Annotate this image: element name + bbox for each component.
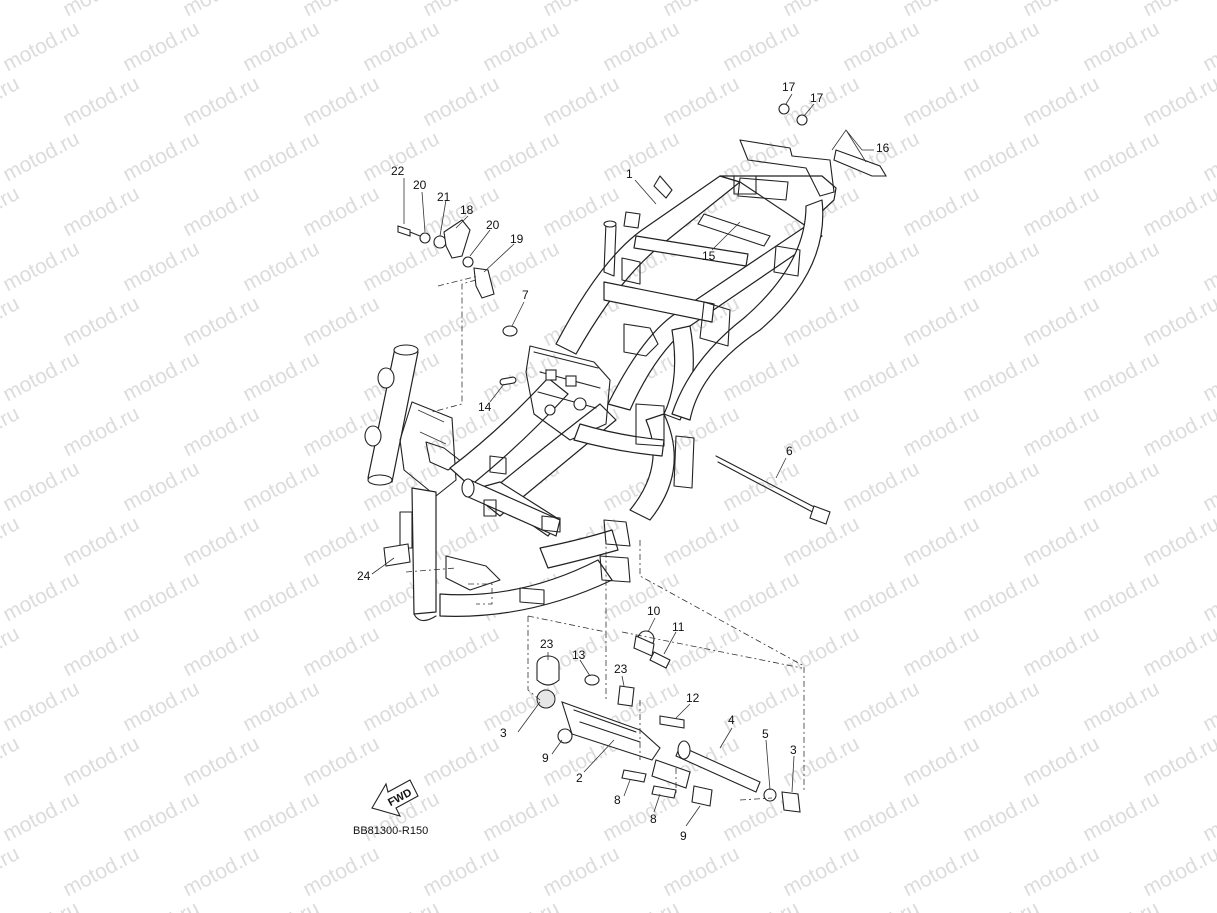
callout-13: 13 <box>572 648 586 662</box>
callout-8b: 8 <box>650 812 657 826</box>
callout-20a: 20 <box>413 178 427 192</box>
bolt-22 <box>397 225 421 237</box>
callout-11: 11 <box>672 620 685 634</box>
callout-9a: 9 <box>542 751 549 765</box>
callout-4: 4 <box>728 713 735 727</box>
callout-15: 15 <box>702 249 716 263</box>
callout-1: 1 <box>626 167 633 181</box>
callout-16: 16 <box>876 141 890 155</box>
callout-9b: 9 <box>680 829 687 843</box>
callout-21: 21 <box>437 190 451 204</box>
callout-6: 6 <box>786 444 793 458</box>
callout-24: 24 <box>357 569 371 583</box>
callout-14: 14 <box>478 400 492 414</box>
callout-3a: 3 <box>500 726 507 740</box>
bracket-18 <box>443 219 471 259</box>
callout-2: 2 <box>576 771 583 785</box>
reference-lines <box>405 275 805 801</box>
callout-7: 7 <box>522 288 529 302</box>
bolt-6 <box>715 455 831 525</box>
callout-17a: 17 <box>782 80 796 94</box>
pin-14 <box>499 376 517 386</box>
bar-15 <box>697 213 771 247</box>
clip-19 <box>473 267 495 299</box>
callouts: 1 2 3 3 4 5 6 7 8 8 9 9 10 11 12 13 14 1… <box>357 80 890 843</box>
collar-21 <box>433 235 447 249</box>
callout-18: 18 <box>460 203 474 217</box>
callout-12: 12 <box>686 691 700 705</box>
callout-5: 5 <box>762 727 769 741</box>
callout-3b: 3 <box>790 743 797 757</box>
callout-17b: 17 <box>810 91 824 105</box>
bracket-16 <box>833 149 887 177</box>
callout-23a: 23 <box>540 637 554 651</box>
grommet-7 <box>502 325 518 337</box>
nut-17a <box>778 103 790 115</box>
washer-20a <box>419 232 431 244</box>
callout-19: 19 <box>510 232 524 246</box>
fwd-arrow-icon: FWD <box>371 779 419 817</box>
callout-10: 10 <box>647 604 661 618</box>
main-frame <box>364 139 837 622</box>
callout-22: 22 <box>391 164 405 178</box>
callout-8a: 8 <box>614 793 621 807</box>
nut-17b <box>796 114 808 126</box>
diagram-code: BB81300-R150 <box>353 825 428 837</box>
callout-20b: 20 <box>486 218 500 232</box>
engine-mount-assembly <box>536 630 801 813</box>
callout-23b: 23 <box>614 662 628 676</box>
washer-20b <box>462 256 474 268</box>
leader-lines <box>371 93 874 827</box>
